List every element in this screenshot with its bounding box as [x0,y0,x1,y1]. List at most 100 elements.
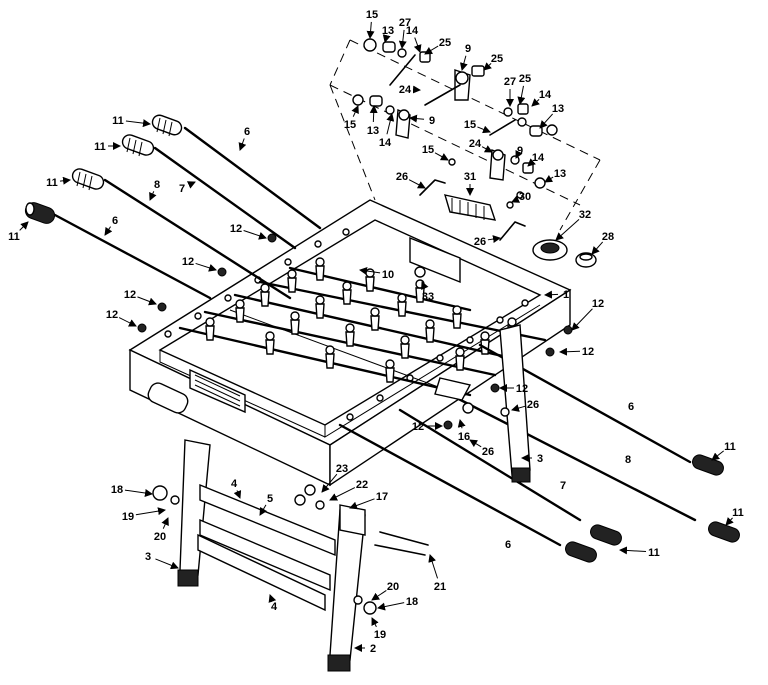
leader-arrow [483,62,492,71]
part-number-label: 12 [412,421,424,433]
part-number-label: 26 [527,399,539,411]
leader-arrow [424,45,439,55]
part-number-label: 11 [112,115,124,127]
part-number-label: 12 [106,309,118,321]
handle-icon [590,524,622,546]
player-figure [385,359,395,383]
leader-arrow [19,221,29,231]
leader-arrow [421,281,429,291]
handle-icon [692,454,724,476]
leader-arrow [321,473,338,493]
leader-arrow [386,113,395,135]
leader-arrow [259,504,267,516]
leader-arrow [137,296,157,306]
part-number-label: 12 [182,256,194,268]
part-number-label: 16 [458,431,470,443]
leader-arrow [369,105,378,123]
goal-grille [194,374,241,407]
part-number-label: 12 [582,346,594,358]
part-number-label: 28 [602,231,614,243]
part-number-label: 2 [370,643,376,655]
leader-arrow [555,218,580,241]
table-legs [152,324,531,672]
leader-arrow [161,517,169,529]
part-number-label: 9 [429,115,435,127]
player-figure [315,257,325,281]
leader-arrow [559,347,581,356]
leader-arrow [118,317,137,327]
leader-arrow [711,450,724,461]
leader-arrow [382,34,391,43]
part-number-label: 11 [648,547,660,559]
player-figure [452,305,462,329]
top-hardware [352,38,597,268]
part-number-label: 13 [367,125,379,137]
part-number-label: 14 [406,25,419,37]
part-number-label: 8 [625,454,631,466]
part-number-label: 12 [592,298,604,310]
leader-arrow [539,113,554,129]
leader-arrow [195,262,217,272]
part-number-label: 7 [179,183,185,195]
part-number-label: 22 [356,479,368,491]
ball [414,266,426,278]
player-figure [345,323,355,347]
part-number-label: 14 [379,137,392,149]
part-number-label: 26 [396,171,408,183]
part-number-label: 15 [464,119,476,131]
player-figure [397,293,407,317]
leader-arrow [544,290,559,299]
part-number-label: 6 [244,126,250,138]
part-number-label: 12 [124,289,136,301]
part-number-label: 25 [519,73,531,85]
leader-arrow [457,419,466,429]
part-number-label: 24 [469,138,482,150]
leader-arrow [408,179,426,189]
player-figure [260,283,270,307]
right-handles [565,454,740,563]
leader-arrow [544,174,554,183]
leader-arrow [409,114,425,123]
handle-icon [151,114,183,137]
leader-arrow [366,21,375,39]
part-number-label: 27 [399,17,411,29]
leader-arrow [428,554,439,579]
leader-arrow [571,308,593,331]
player-figure [365,268,375,292]
leader-arrow [268,594,277,603]
player-figure [290,311,300,335]
handle-icon [24,202,56,224]
leader-arrow [238,138,247,151]
part-number-label: 18 [111,484,123,496]
part-number-label: 11 [732,507,744,519]
part-number-label: 13 [554,168,566,180]
part-number-label: 3 [145,551,151,563]
part-number-label: 10 [382,269,394,281]
leader-arrow [329,487,356,501]
handle-icon [565,541,597,563]
leader-arrow [371,617,379,628]
left-handles [24,114,183,224]
part-number-label: 15 [422,144,434,156]
leader-arrow [59,176,71,185]
player-figure [205,317,215,341]
player-figure [235,299,245,323]
part-number-label: 21 [434,581,446,593]
player-figure [400,335,410,359]
part-number-label: 14 [539,89,552,101]
part-number-label: 25 [439,37,451,49]
part-number-label: 31 [464,171,476,183]
part-number-label: 13 [382,25,394,37]
part-number-label: 20 [387,581,399,593]
part-number-label: 6 [628,401,634,413]
part-number-label: 12 [516,383,528,395]
part-number-label: 11 [94,141,106,153]
leader-arrow [477,125,491,134]
player-figure [315,295,325,319]
leader-arrow [531,98,540,107]
leader-arrow [349,498,375,510]
leader-arrow [619,546,647,555]
part-number-label: 13 [552,103,564,115]
part-number-label: 32 [579,209,591,221]
